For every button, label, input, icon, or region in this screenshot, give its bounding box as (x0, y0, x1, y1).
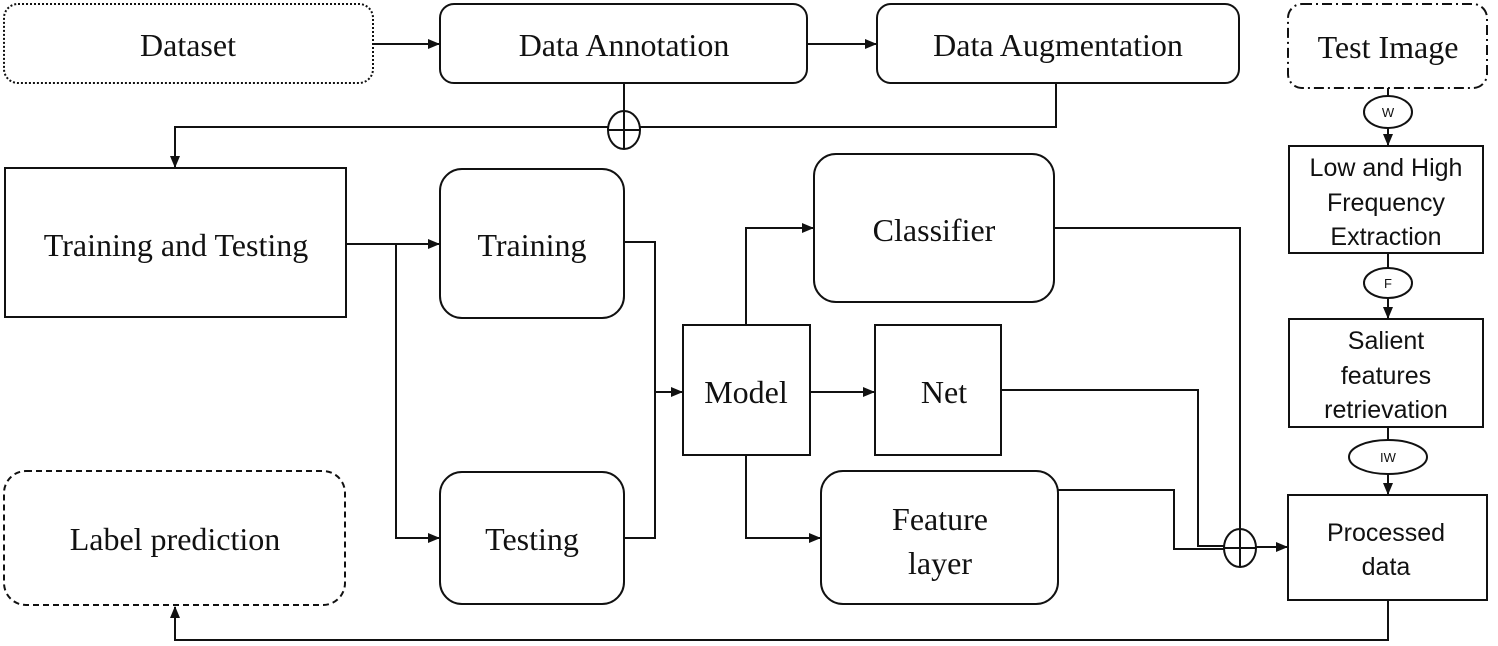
feature-layer-box: Feature layer (820, 470, 1059, 605)
w-op-node: W (1363, 95, 1413, 129)
label-prediction-label: Label prediction (70, 521, 281, 557)
line-feature-to-sum (1058, 489, 1224, 550)
iw-op-label: IW (1380, 450, 1397, 465)
testing-box: Testing (439, 471, 625, 605)
salient-label-line-1: Salient (1348, 327, 1424, 355)
sum-node-bottom (1223, 528, 1257, 568)
training-label: Training (477, 227, 586, 263)
line-testing-to-model (624, 392, 656, 539)
training-and-testing-label: Training and Testing (44, 227, 308, 263)
salient-label-line-2: features (1341, 362, 1431, 390)
test-image-box: Test Image (1287, 3, 1488, 89)
net-box: Net (874, 324, 1002, 456)
frequency-label-line-1: Low and High (1310, 154, 1463, 182)
frequency-label-line-2: Frequency (1327, 189, 1446, 217)
arrow-tt-to-testing (395, 244, 440, 543)
feature-layer-label-line-2: layer (908, 545, 972, 581)
line-classifier-to-sum (1054, 227, 1241, 530)
low-high-frequency-box: Low and High Frequency Extraction (1288, 145, 1484, 254)
w-op-label: W (1382, 105, 1395, 120)
processed-label-line-2: data (1362, 553, 1411, 581)
label-prediction-box: Label prediction (3, 470, 346, 606)
data-annotation-box: Data Annotation (439, 3, 808, 84)
line-training-to-model (624, 241, 656, 392)
arrow-processed-to-label-prediction (170, 600, 1389, 641)
model-label: Model (704, 374, 788, 410)
iw-op-node: IW (1348, 439, 1428, 475)
classifier-box: Classifier (813, 153, 1055, 303)
model-box: Model (682, 324, 811, 456)
training-and-testing-box: Training and Testing (4, 167, 347, 318)
connectors (170, 39, 1393, 641)
salient-features-box: Salient features retrievation (1288, 318, 1484, 428)
classifier-label: Classifier (873, 212, 996, 248)
salient-label-line-3: retrievation (1324, 396, 1448, 424)
frequency-label-line-3: Extraction (1330, 223, 1441, 251)
processed-label-line-1: Processed (1327, 519, 1445, 547)
arrow-model-to-classifier (745, 223, 814, 325)
line-net-to-sum (1001, 389, 1224, 547)
test-image-label: Test Image (1318, 29, 1459, 65)
sum-node-top (607, 110, 641, 150)
processed-data-box: Processed data (1287, 494, 1488, 601)
f-op-node: F (1363, 267, 1413, 299)
arrow-model-to-feature-layer (745, 455, 821, 543)
training-box: Training (439, 168, 625, 319)
data-annotation-label: Data Annotation (519, 27, 730, 63)
data-augmentation-label: Data Augmentation (933, 27, 1183, 63)
dataset-box: Dataset (3, 3, 374, 84)
data-augmentation-box: Data Augmentation (876, 3, 1240, 84)
dataset-label: Dataset (140, 27, 236, 63)
feature-layer-label-line-1: Feature (892, 501, 988, 537)
f-op-label: F (1384, 276, 1392, 291)
testing-label: Testing (485, 521, 579, 557)
net-label: Net (921, 374, 967, 410)
